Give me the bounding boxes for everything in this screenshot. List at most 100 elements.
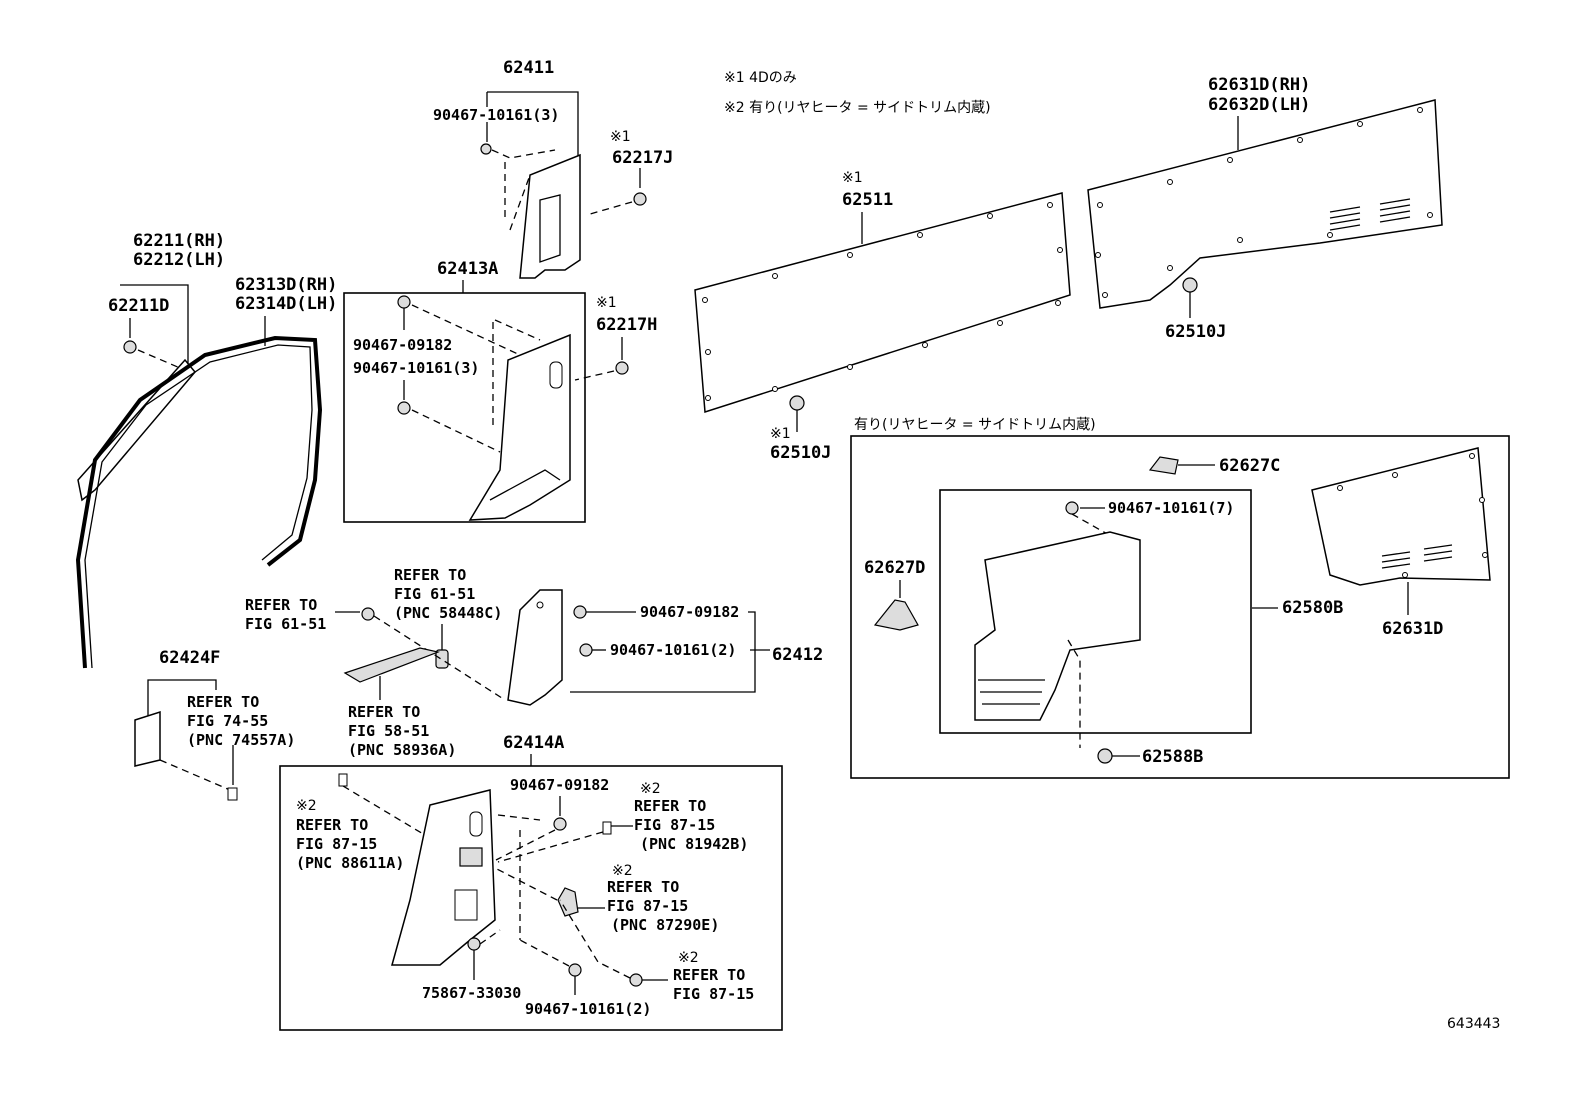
label-62631D-RH: 62631D(RH) [1208, 75, 1310, 95]
leader-62424F [147, 679, 217, 720]
mark-ref8: ※2 [678, 950, 699, 966]
ref3-line3: (PNC 58936A) [348, 741, 456, 759]
ref4-line1: REFER TO [187, 693, 259, 711]
trim-62414A-switch [459, 847, 483, 867]
ref4-line2: FIG 74-55 [187, 712, 268, 730]
label-75867-33030: 75867-33030 [422, 984, 521, 1002]
dash-ref8 [559, 899, 631, 979]
panel-62511-holes [702, 202, 1063, 401]
trim-62580B-ribs [978, 679, 1045, 705]
ref2-line1: REFER TO [245, 596, 317, 614]
label-90467-09182-a: 90467-09182 [353, 336, 452, 354]
label-62510J-a: 62510J [770, 443, 831, 463]
label-90467-09182-b: 90467-09182 [640, 603, 739, 621]
label-62588B: 62588B [1142, 747, 1203, 767]
clip-62217H-icon [615, 361, 629, 375]
label-90467-10161-2-b: 90467-10161(2) [525, 1000, 651, 1018]
clip-90467-10161-7-icon [1065, 501, 1079, 515]
dash-62588B [1067, 639, 1081, 748]
part-81942B-icon [602, 821, 612, 835]
mark-62217J: ※1 [610, 129, 631, 145]
note-2: ※2 有り(リヤヒータ = サイドトリム内蔵) [724, 100, 991, 116]
label-62510J-b: 62510J [1165, 322, 1226, 342]
label-62414A: 62414A [503, 733, 564, 753]
ref7-line2: FIG 87-15 [607, 897, 688, 915]
leader-62412 [570, 611, 770, 693]
label-62314D: 62314D(LH) [235, 294, 337, 314]
vent-62631D-box [1381, 544, 1453, 569]
label-62413A: 62413A [437, 259, 498, 279]
part-87290E-icon [557, 887, 579, 917]
ref5-line2: FIG 87-15 [296, 835, 377, 853]
clip-90467-10161-2b-icon [568, 963, 582, 977]
dash-ref2 [373, 615, 506, 701]
pillar-garnish-62211 [77, 358, 196, 502]
trim-62413A-detail [489, 469, 561, 501]
ref1-line1: REFER TO [394, 566, 466, 584]
clip-62588B-icon [1097, 748, 1113, 764]
label-62313D: 62313D(RH) [235, 275, 337, 295]
label-62424F: 62424F [159, 648, 220, 668]
clip-62413A-b [397, 401, 411, 415]
part-62424F [134, 710, 161, 767]
label-62212: 62212(LH) [133, 250, 225, 270]
label-62217H: 62217H [596, 315, 657, 335]
trim-62414A-slot [469, 811, 483, 837]
panel-62631D [1087, 99, 1443, 309]
panel-62631D-holes [1095, 107, 1433, 298]
bracket-58936A [343, 647, 441, 683]
vent-62631D [1329, 198, 1411, 231]
cap-62627D-icon [873, 599, 919, 631]
ref6-line1: REFER TO [634, 797, 706, 815]
label-62632D-LH: 62632D(LH) [1208, 95, 1310, 115]
cap-62627C-icon [1148, 456, 1179, 475]
ref4-line3: (PNC 74557A) [187, 731, 295, 749]
clip-90467-10161-2a-icon [579, 643, 593, 657]
panel-62631D-box-holes [1337, 453, 1488, 578]
ref6-line2: FIG 87-15 [634, 816, 715, 834]
ref3-line2: FIG 58-51 [348, 722, 429, 740]
pillar-62411 [519, 153, 581, 279]
mark-ref7: ※2 [612, 863, 633, 879]
weatherstrip-62313D [75, 335, 323, 669]
label-62217J: 62217J [612, 148, 673, 168]
label-90467-10161-7: 90467-10161(7) [1108, 499, 1234, 517]
label-90467-10161-2-a: 90467-10161(2) [610, 641, 736, 659]
part-74557A-icon [227, 787, 238, 801]
mark-62511: ※1 [842, 170, 863, 186]
trim-62414A [391, 789, 496, 966]
box-62414A [279, 765, 783, 1031]
ref6-line3: (PNC 81942B) [640, 835, 748, 853]
trim-62413A-slot [549, 361, 563, 389]
label-62411: 62411 [503, 58, 554, 78]
dash-62411 [491, 149, 556, 231]
mark-62510J-a: ※1 [770, 426, 791, 442]
pillar-62412-hole [536, 601, 544, 609]
clip-ref8-icon [629, 973, 643, 987]
ref1-line3: (PNC 58448C) [394, 604, 502, 622]
clip-90467-09182-b-icon [573, 605, 587, 619]
box-62413A [343, 292, 586, 523]
ref2-line2: FIG 61-51 [245, 615, 326, 633]
note-1: ※1 4Dのみ [724, 70, 797, 86]
clip-62211D-icon [123, 340, 137, 354]
pillar-62411-inner [539, 194, 561, 263]
box-62580B [939, 489, 1252, 734]
dash-62413A [411, 304, 541, 453]
trim-62414A-pocket [454, 889, 478, 921]
label-62211: 62211(RH) [133, 231, 225, 251]
trim-62580B [974, 531, 1141, 721]
ref3-line1: REFER TO [348, 703, 420, 721]
panel-62631D-box [1311, 447, 1491, 586]
label-62580B: 62580B [1282, 598, 1343, 618]
clip-62510J-b-icon [1182, 277, 1198, 293]
ref8-line2: FIG 87-15 [673, 985, 754, 1003]
dash-90467-10161-2b [519, 939, 570, 967]
clip-90467-09182-c-icon [553, 817, 567, 831]
dash-62211D [137, 349, 181, 369]
clip-62413A-a [397, 295, 411, 309]
label-62627C: 62627C [1219, 456, 1280, 476]
ref1-line2: FIG 61-51 [394, 585, 475, 603]
